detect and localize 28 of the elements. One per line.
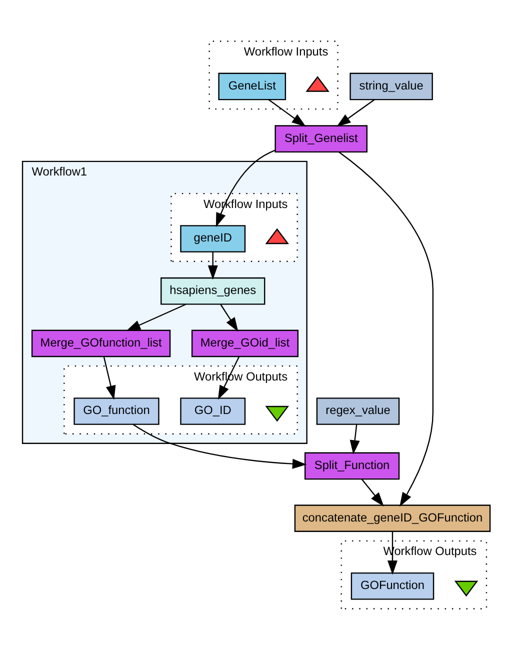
node-box: Merge_GOfunction_list	[31, 329, 171, 357]
node-box: GO_function	[74, 397, 160, 424]
node-box: regex_value	[316, 397, 400, 424]
arrow	[336, 98, 375, 126]
node-box: GOFunction	[350, 572, 434, 600]
arrow	[338, 151, 434, 506]
node-box: Merge_GOid_list	[191, 329, 299, 357]
node-box: GeneList	[218, 72, 286, 100]
arrow	[361, 478, 384, 506]
node-box: concatenate_geneID_GOFunction	[294, 504, 491, 532]
arrow	[220, 304, 238, 332]
arrow	[350, 424, 360, 454]
node-invtriangle	[454, 580, 478, 596]
node-box: hsapiens_genes	[160, 276, 266, 304]
node-box: string_value	[350, 72, 433, 100]
arrow	[126, 303, 186, 330]
arrow	[103, 356, 116, 400]
node-box: geneID	[180, 224, 246, 252]
arrow	[216, 149, 276, 227]
node-triangle	[306, 75, 330, 92]
node-box: GO_ID	[180, 397, 246, 424]
arrow	[268, 98, 306, 126]
node-triangle	[265, 228, 289, 244]
node-box: Split_Genelist	[274, 124, 368, 152]
arrow	[208, 252, 218, 280]
node-box: Split_Function	[304, 452, 400, 480]
node-invtriangle	[265, 405, 289, 422]
arrow	[132, 423, 307, 468]
